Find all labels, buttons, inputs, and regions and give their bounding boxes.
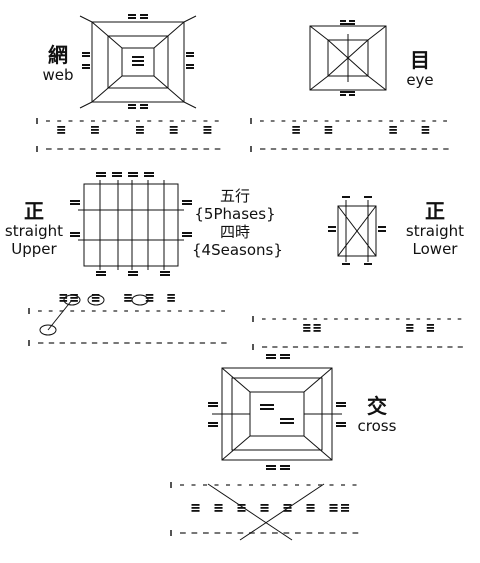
label-cross-en: cross [357, 417, 397, 435]
sequence-table-cross [170, 482, 359, 541]
label-phases-l3: 四時 [219, 223, 250, 241]
cross-top-ticks [170, 482, 357, 488]
lower-top-ticks [252, 316, 462, 322]
web-inner-square [121, 47, 155, 77]
upper-hexagram-group [70, 172, 192, 276]
cross-inner-frame [249, 391, 305, 437]
web-middle-square [107, 35, 169, 89]
eye-bottom-ticks [250, 146, 449, 152]
lower-bottom-ticks [252, 344, 463, 350]
label-eye: 目 eye [398, 49, 442, 89]
eye-hexagram-row [292, 126, 430, 134]
lower-frame [337, 205, 377, 257]
label-eye-en: eye [406, 71, 434, 89]
sequence-table-eye [250, 118, 449, 152]
cross-hexagram-row [191, 504, 350, 512]
label-straight-upper: 正 straight Upper [2, 200, 66, 258]
label-lower-en2: Lower [412, 240, 458, 258]
diagram-straight-upper [70, 172, 192, 276]
label-phases-l2: {5Phases} [194, 205, 276, 223]
web-hexagram-group [82, 14, 194, 109]
cross-bottom-ticks [170, 530, 359, 536]
label-upper-en1: straight [4, 222, 64, 240]
web-outer-square [91, 21, 185, 103]
cross-hexagram-group [208, 354, 346, 470]
diagram-web [79, 14, 197, 109]
eye-hexagram-group [340, 20, 355, 96]
upper-frame [83, 183, 179, 267]
upper-top-ticks [28, 308, 225, 314]
label-phases-l4: {4Seasons} [192, 241, 283, 259]
label-cross-han: 交 [367, 394, 387, 418]
cross-connector-lines [207, 483, 325, 541]
eye-top-ticks [250, 118, 447, 124]
label-upper-han: 正 [24, 199, 44, 223]
label-cross: 交 cross [352, 395, 402, 435]
diagram-straight-lower [328, 196, 386, 265]
label-web-han: 網 [48, 43, 68, 67]
label-eye-han: 目 [410, 48, 430, 72]
lower-hexagram-row [303, 324, 435, 332]
web-top-ticks [36, 118, 219, 124]
diagram-eye [309, 20, 387, 96]
sequence-table-web [36, 118, 221, 152]
eye-outer-square [309, 25, 387, 91]
diagram-cross [208, 354, 346, 470]
sequence-table-lower [252, 316, 463, 350]
label-straight-lower: 正 straight Lower [402, 200, 468, 258]
upper-circle-marks [39, 294, 149, 336]
label-phases-seasons: 五行 {5Phases} 四時 {4Seasons} [192, 187, 283, 259]
lower-hexagram-group [328, 196, 386, 265]
upper-hexagram-row [59, 294, 175, 302]
label-web: 網 web [36, 44, 80, 84]
label-upper-en2: Upper [11, 240, 57, 258]
label-phases-l1: 五行 [219, 187, 250, 205]
upper-bottom-ticks [28, 340, 227, 346]
web-bottom-ticks [36, 146, 221, 152]
web-hexagram-row [57, 126, 212, 134]
label-web-en: web [42, 66, 74, 84]
label-lower-en1: straight [405, 222, 465, 240]
sequence-table-upper [28, 294, 227, 346]
label-lower-han: 正 [425, 199, 445, 223]
